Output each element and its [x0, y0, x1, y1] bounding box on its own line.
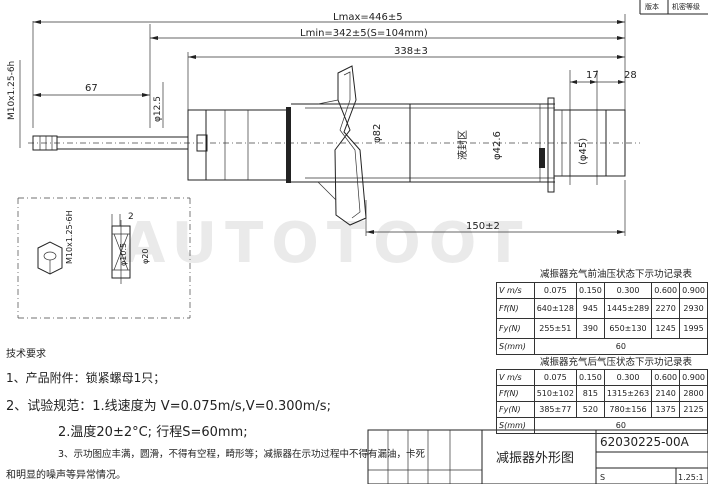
requirement-item-2b: 2.温度20±2°C; 行程S=60mm; — [58, 425, 248, 440]
nut-dim-2-label: 2 — [128, 212, 134, 222]
table-row: Fy(N) 385±77 520 780±156 1375 2125 — [496, 401, 708, 418]
table-cell: 510±102 — [533, 385, 577, 402]
table-header-label: V m/s — [496, 282, 535, 299]
dimension-lmax: Lmax=446±5 — [32, 12, 626, 128]
table-cell: 0.300 — [603, 282, 653, 299]
table-header-label: Ff(N) — [496, 385, 535, 402]
table-row: Fy(N) 255±51 390 650±130 1245 1995 — [496, 318, 708, 339]
oil-zone-label: 液封区 — [456, 130, 469, 160]
table-cell: 945 — [575, 298, 605, 319]
dimension-150: 150±2 — [365, 180, 626, 236]
table-row: Ff(N) 640±128 945 1445±289 2270 2930 — [496, 298, 708, 319]
table-row: Ff(N) 510±102 815 1315±263 2140 2800 — [496, 385, 708, 402]
table-row: V m/s 0.075 0.150 0.300 0.600 0.900 — [496, 282, 708, 299]
len-150-label: 150±2 — [466, 221, 500, 232]
table-after-title: 减振器充气后气压状态下示功记录表 — [540, 357, 693, 368]
dia-12-5-label: φ12.5 — [153, 96, 163, 122]
len-28-label: 28 — [624, 70, 637, 81]
table-before: V m/s 0.075 0.150 0.300 0.600 0.900 Ff(N… — [496, 282, 708, 355]
len-17-label: 17 — [586, 70, 599, 81]
dimension-338: 338±3 — [187, 46, 625, 128]
table-header-label: Fy(N) — [496, 401, 535, 418]
table-cell: 650±130 — [603, 318, 653, 339]
lmin-label: Lmin=342±5(S=104mm) — [300, 28, 428, 39]
table-cell: 255±51 — [533, 318, 577, 339]
drawing-name: 减振器外形图 — [496, 451, 574, 466]
dia-42-6-label: φ42.6 — [492, 131, 503, 160]
table-cell: 780±156 — [603, 401, 653, 418]
table-cell: 2125 — [679, 401, 708, 418]
table-cell: 2270 — [651, 298, 681, 319]
dimension-17-28: 17 28 — [569, 70, 637, 185]
table-cell: 1245 — [651, 318, 681, 339]
dia-45-label: (φ45) — [578, 138, 589, 165]
table-after: V m/s 0.075 0.150 0.300 0.600 0.900 Ff(N… — [496, 369, 708, 434]
table-header-label: Fy(N) — [496, 318, 535, 339]
table-cell: 1315±263 — [603, 385, 653, 402]
table-cell: 815 — [575, 385, 605, 402]
dimension-thread: M10x1.25-6h — [7, 60, 21, 148]
lmax-label: Lmax=446±5 — [333, 12, 403, 23]
requirement-item-1: 1、产品附件：锁紧螺母1只； — [6, 371, 166, 385]
drawing-number: 62030225-00A — [600, 435, 690, 449]
table-cell: 385±77 — [533, 401, 577, 418]
table-cell: 0.075 — [533, 369, 577, 386]
table-cell: 2140 — [651, 385, 681, 402]
table-cell: 0.300 — [603, 369, 653, 386]
table-cell: 0.075 — [533, 282, 577, 299]
table-row: S(mm) 60 — [496, 338, 708, 355]
top-label-secret: 机密等级 — [672, 2, 700, 11]
nut-dia-20-label: φ20 — [141, 249, 150, 264]
table-cell: 0.150 — [575, 282, 605, 299]
table-before-title: 减振器充气前油压状态下示功记录表 — [540, 269, 693, 280]
dia-82-label: φ82 — [372, 124, 383, 143]
top-corner-box: 版本 机密等级 — [639, 0, 708, 15]
table-cell: 2800 — [679, 385, 708, 402]
table-cell: 390 — [575, 318, 605, 339]
requirements-heading: 技术要求 — [6, 349, 46, 360]
watermark: AUTOTOOT — [122, 211, 531, 276]
table-header-label: S(mm) — [496, 338, 535, 355]
table-row: S(mm) 60 — [496, 417, 708, 434]
nut-detail: M10x1.25-6H 2 φ10.5 φ20 — [17, 197, 191, 319]
dimension-dia-12-5: φ12.5 — [153, 82, 164, 128]
requirement-item-3: 3、示功图应丰满，圆滑，不得有空程，畸形等；减振器在示功过程中不得有漏油，卡死 — [58, 449, 426, 460]
requirement-item-3b: 和明显的噪声等异常情况。 — [6, 470, 126, 481]
len-67-label: 67 — [85, 83, 98, 94]
table-cell: 0.150 — [575, 369, 605, 386]
scale-label: 1.25:1 — [678, 473, 704, 482]
table-cell: 0.600 — [651, 369, 681, 386]
table-cell: 640±128 — [533, 298, 577, 319]
table-cell: 2930 — [679, 298, 708, 319]
table-cell: 0.900 — [679, 369, 708, 386]
table-cell: 1375 — [651, 401, 681, 418]
table-cell: 1995 — [679, 318, 708, 339]
dimension-lmin: Lmin=342±5(S=104mm) — [149, 24, 625, 128]
len-338-label: 338±3 — [394, 46, 428, 57]
table-row: V m/s 0.075 0.150 0.300 0.600 0.900 — [496, 369, 708, 386]
table-cell: 1445±289 — [603, 298, 653, 319]
table-cell: 0.900 — [679, 282, 708, 299]
top-label-version: 版本 — [645, 2, 659, 11]
table-header-label: Ff(N) — [496, 298, 535, 319]
table-cell: 520 — [575, 401, 605, 418]
shock-absorber: φ82 液封区 φ42.6 (φ45) — [28, 65, 640, 226]
table-cell: 0.600 — [651, 282, 681, 299]
nut-dia-10-5-label: φ10.5 — [119, 243, 128, 266]
table-cell: 60 — [533, 417, 708, 434]
nut-thread-label: M10x1.25-6H — [65, 210, 74, 264]
table-cell: 60 — [533, 338, 708, 355]
table-header-label: V m/s — [496, 369, 535, 386]
thread-m10-label: M10x1.25-6h — [7, 61, 17, 120]
dimension-67: 67 — [33, 83, 150, 97]
requirement-item-2: 2、试验规范：1.线速度为 V=0.075m/s,V=0.300m/s; — [6, 399, 331, 414]
s-mark: S — [600, 473, 605, 482]
table-header-label: S(mm) — [496, 417, 535, 434]
